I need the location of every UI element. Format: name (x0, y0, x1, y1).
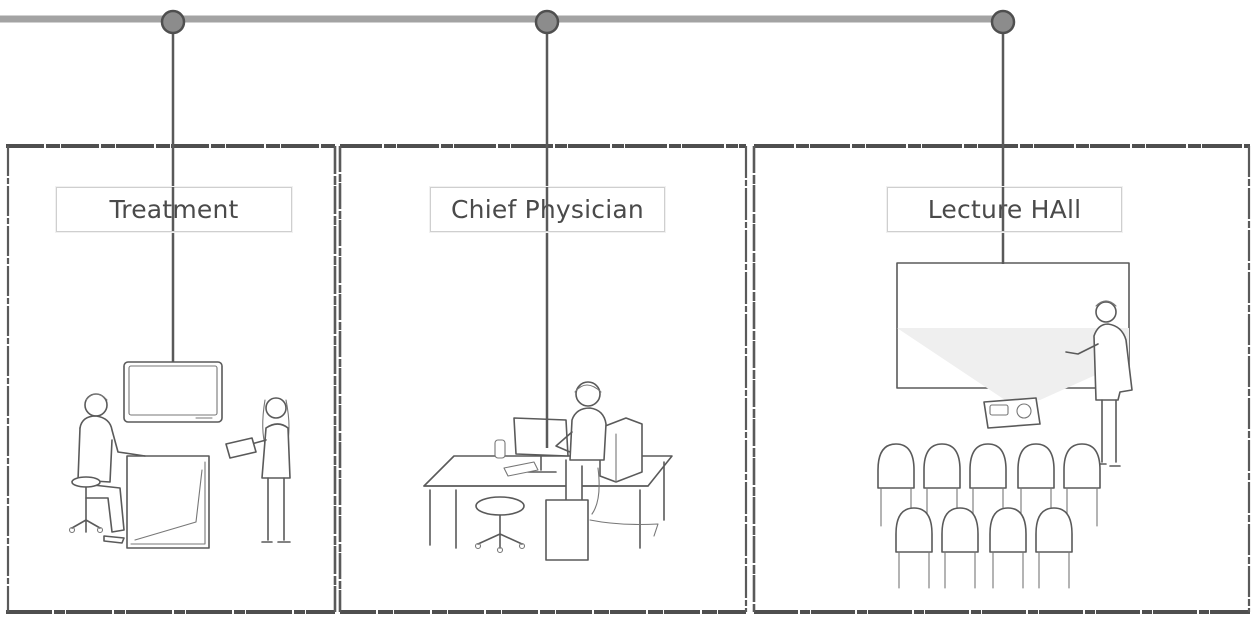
label-treatment: Treatment (56, 187, 292, 232)
doctor-patient-consultation-icon (70, 362, 291, 548)
label-chief-physician: Chief Physician (430, 187, 665, 232)
label-lecture-hall: Lecture HAll (887, 187, 1122, 232)
label-lecture-hall-text: Lecture HAll (928, 195, 1082, 224)
label-chief-physician-text: Chief Physician (451, 195, 644, 224)
lecture-hall-presentation-icon (878, 263, 1132, 588)
label-treatment-text: Treatment (109, 195, 238, 224)
